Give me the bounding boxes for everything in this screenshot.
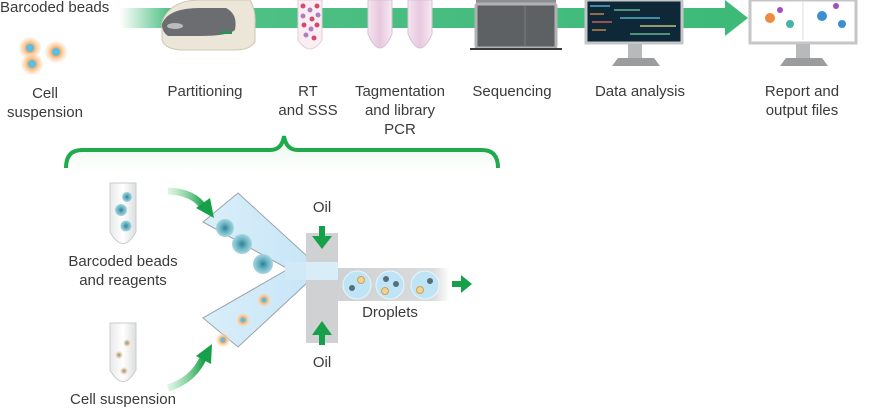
beads-reagents-label-line2: and reagents xyxy=(79,272,167,289)
beads-reagents-tube xyxy=(109,182,137,244)
tagmentation-tubes-icon xyxy=(367,0,433,49)
report-monitor-icon xyxy=(748,0,858,66)
droplets-label: Droplets xyxy=(362,304,418,321)
step-label-line: Partitioning xyxy=(167,83,243,100)
output-arrow xyxy=(452,275,472,293)
rt-tube-icon xyxy=(297,0,323,50)
workflow-diagram xyxy=(19,0,858,392)
cells-flow-arrowhead xyxy=(196,344,212,364)
cells-in-channel xyxy=(216,293,271,347)
barcoded-beads-label: Barcoded beads xyxy=(0,0,110,16)
beads-reagents-label-line1: Barcoded beads xyxy=(68,253,178,270)
step-sequencing-label: Sequencing xyxy=(462,82,562,101)
cell-suspension-tube xyxy=(109,322,137,382)
beads-flow-arrow xyxy=(167,187,207,211)
oil-bottom-label: Oil xyxy=(312,354,332,371)
step-tagmentation-label: Tagmentation and library PCR xyxy=(350,82,450,139)
workflow-arrowhead xyxy=(725,0,748,36)
step-label-line: PCR xyxy=(384,121,416,138)
oil-top-arrow xyxy=(312,226,332,249)
partitioning-instrument-icon xyxy=(161,0,256,51)
step-label-line: Report and xyxy=(764,83,840,100)
oil-bottom-arrow xyxy=(312,321,332,345)
cell-suspension-label: Cell suspension xyxy=(5,84,85,122)
step-label-line: RT xyxy=(298,83,318,100)
cells-flow-arrow xyxy=(166,354,208,392)
step-report-label: Report and output files xyxy=(752,82,852,120)
cell-suspension-label-line1: Cell xyxy=(32,85,58,102)
beads-flow-arrowhead xyxy=(196,198,214,218)
step-label-line: Tagmentation xyxy=(354,83,446,100)
step-label-line: output files xyxy=(765,102,839,119)
cell-suspension-icon xyxy=(19,37,67,75)
step-label-line: Data analysis xyxy=(594,83,686,100)
sequencer-icon xyxy=(470,0,562,50)
droplets xyxy=(342,270,440,300)
cell-suspension-label-line2: suspension xyxy=(7,104,83,121)
process-bracket xyxy=(64,135,500,169)
step-rt-label: RT and SSS xyxy=(268,82,348,120)
step-label-line: Sequencing xyxy=(472,83,552,100)
step-label-line: and SSS xyxy=(278,102,338,119)
step-analysis-label: Data analysis xyxy=(584,82,696,101)
beads-in-channel xyxy=(216,219,273,274)
oil-top-label: Oil xyxy=(312,199,332,216)
step-partitioning-label: Partitioning xyxy=(155,82,255,101)
junction-channel xyxy=(285,262,310,280)
beads-reagents-label: Barcoded beads and reagents xyxy=(58,252,188,290)
data-analysis-monitor-icon xyxy=(584,0,684,66)
step-label-line: and library xyxy=(364,102,436,119)
